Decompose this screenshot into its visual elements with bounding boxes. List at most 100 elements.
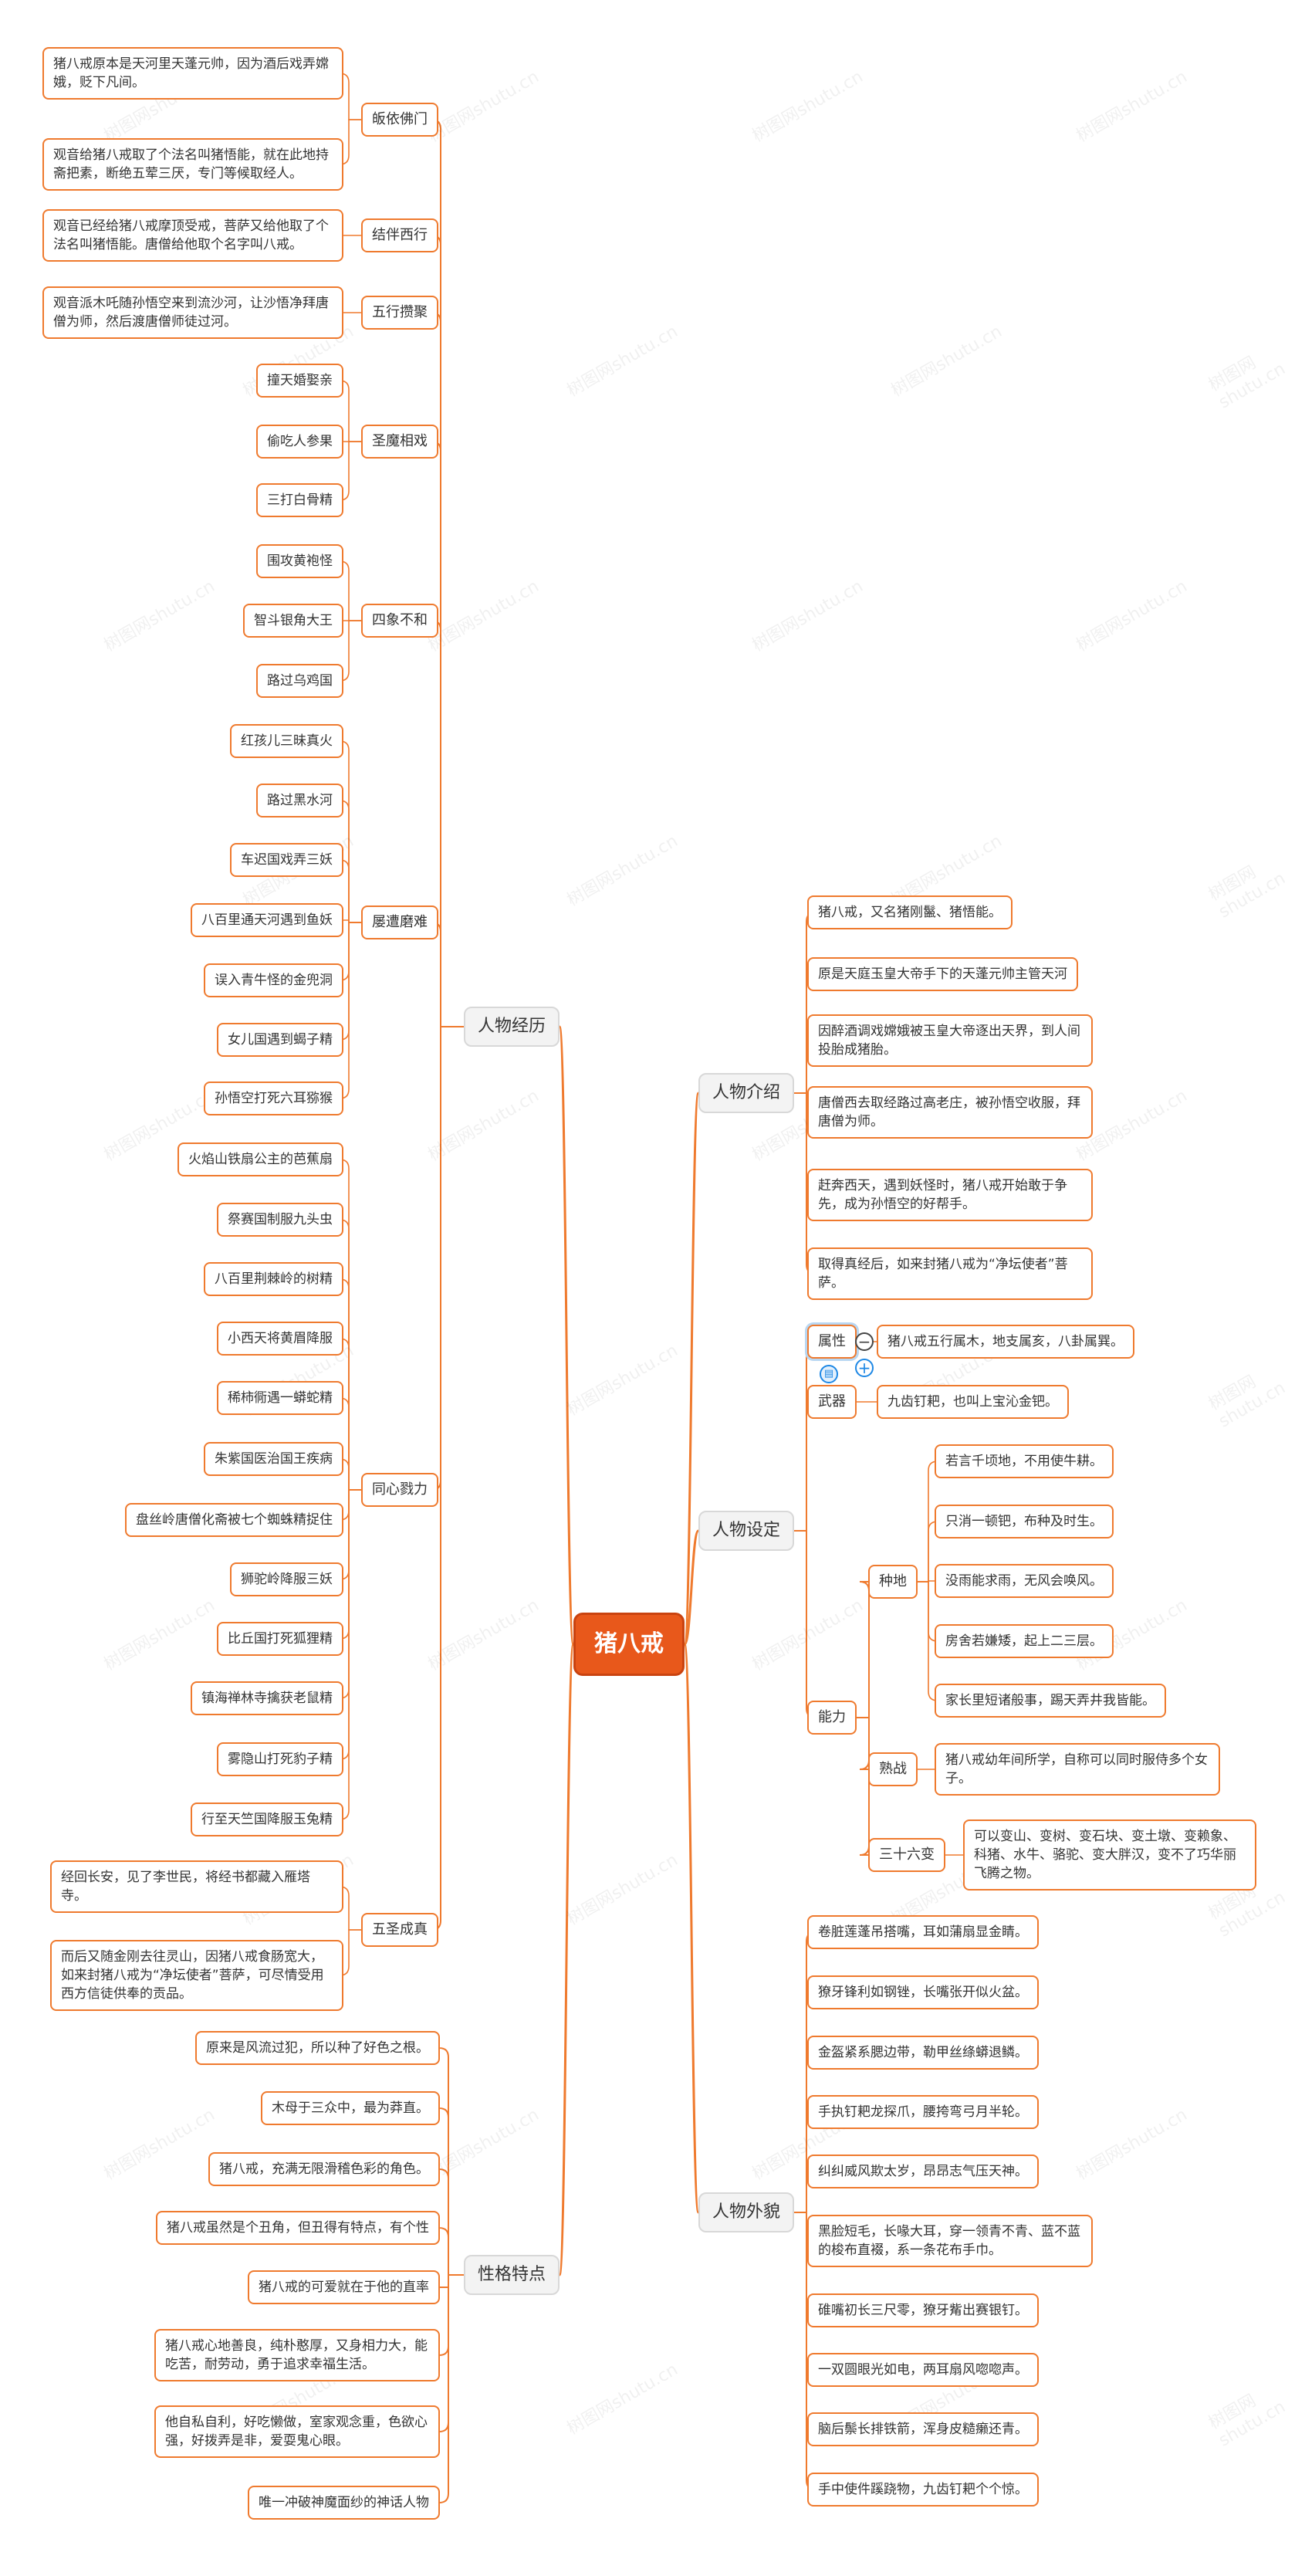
- weapon-detail[interactable]: 九齿钉耙，也叫上宝沁金钯。: [877, 1385, 1069, 1419]
- experience-event[interactable]: 镇海禅林寺擒获老鼠精: [191, 1681, 343, 1715]
- experience-event[interactable]: 观音派木吒随孙悟空来到流沙河，让沙悟净拜唐僧为师，然后渡唐僧师徒过河。: [42, 286, 343, 339]
- experience-event[interactable]: 观音给猪八戒取了个法名叫猪悟能，就在此地持斋把素，断绝五荤三厌，专门等候取经人。: [42, 138, 343, 191]
- personality-trait[interactable]: 他自私自利，好吃懒做，室家观念重，色欲心强，好拨弄是非，爱耍鬼心眼。: [154, 2405, 440, 2458]
- branch-appearance[interactable]: 人物外貌: [698, 2192, 795, 2232]
- branch-experience[interactable]: 人物经历: [464, 1007, 560, 1047]
- connector-line: [438, 2107, 464, 2276]
- appearance-verse[interactable]: 黑脸短毛，长喙大耳，穿一领青不青、蓝不蓝的梭布直裰，系一条花布手巾。: [807, 2215, 1093, 2267]
- experience-event[interactable]: 小西天将黄眉降服: [217, 1322, 343, 1356]
- experience-stage[interactable]: 五行攒聚: [361, 296, 438, 330]
- connector-line: [683, 1529, 700, 1646]
- personality-trait[interactable]: 猪八戒心地善良，纯朴憨厚，又身相力大，能吃苦，耐劳动，勇于追求幸福生活。: [154, 2329, 440, 2381]
- experience-event[interactable]: 比丘国打死狐狸精: [217, 1622, 343, 1656]
- farming-verse[interactable]: 没雨能求雨，无风会唤风。: [935, 1564, 1114, 1598]
- personality-trait[interactable]: 猪八戒，充满无限滑稽色彩的角色。: [208, 2152, 440, 2186]
- experience-event[interactable]: 朱紫国医治国王疾病: [204, 1442, 343, 1476]
- experience-event[interactable]: 撞天婚娶亲: [256, 364, 343, 398]
- collapse-icon[interactable]: −: [855, 1332, 874, 1351]
- introduction-item[interactable]: 原是天庭玉皇大帝手下的天蓬元帅主管天河: [807, 957, 1078, 991]
- experience-event[interactable]: 路过乌鸡国: [256, 664, 343, 698]
- introduction-item[interactable]: 因醉酒调戏嫦娥被玉皇大帝逐出天界，到人间投胎成猪胎。: [807, 1014, 1093, 1067]
- experience-stage[interactable]: 结伴西行: [361, 218, 438, 252]
- experience-event[interactable]: 经回长安，见了李世民，将经书都藏入雁塔寺。: [50, 1860, 343, 1913]
- farming-verse[interactable]: 只消一顿钯，布种及时生。: [935, 1505, 1114, 1538]
- experience-stage[interactable]: 五圣成真: [361, 1913, 438, 1947]
- experience-event[interactable]: 雾隐山打死豹子精: [217, 1742, 343, 1776]
- experience-stage[interactable]: 同心戮力: [361, 1473, 438, 1507]
- appearance-verse[interactable]: 手执钉耙龙探爪，腰挎弯弓月半轮。: [807, 2095, 1039, 2129]
- note-icon[interactable]: ▤: [820, 1365, 838, 1383]
- transformations-detail[interactable]: 可以变山、变树、变石块、变土墩、变赖象、科猪、水牛、骆驼、变大胖汉，变不了巧华丽…: [963, 1819, 1256, 1891]
- experience-event[interactable]: 猪八戒原本是天河里天蓬元帅，因为酒后戏弄嫦娥，贬下凡间。: [42, 47, 343, 100]
- experience-event[interactable]: 火焰山铁扇公主的芭蕉扇: [177, 1142, 343, 1176]
- appearance-verse[interactable]: 卷脏莲蓬吊搭嘴，耳如蒲扇显金睛。: [807, 1915, 1039, 1949]
- personality-trait[interactable]: 唯一冲破神魔面纱的神话人物: [248, 2486, 440, 2520]
- experience-event[interactable]: 八百里荆棘岭的树精: [204, 1262, 343, 1296]
- appearance-verse[interactable]: 金盔紧系腮边带，勒甲丝绦蟒退鳞。: [807, 2036, 1039, 2070]
- connector-line: [857, 1717, 870, 1770]
- experience-stage[interactable]: 皈依佛门: [361, 103, 438, 137]
- appearance-verse[interactable]: 纠纠威风欺太岁，昂昂志气压天神。: [807, 2155, 1039, 2188]
- personality-trait[interactable]: 木母于三众中，最为莽直。: [261, 2091, 440, 2125]
- connector-line: [794, 1530, 816, 1718]
- experience-event[interactable]: 女儿国遇到蝎子精: [217, 1023, 343, 1057]
- experience-event[interactable]: 孙悟空打死六耳猕猴: [204, 1082, 343, 1115]
- experience-stage[interactable]: 屡遭磨难: [361, 905, 438, 939]
- add-node-icon[interactable]: +: [855, 1359, 874, 1377]
- appearance-verse[interactable]: 脑后鬃长排铁箭，浑身皮糙癞还青。: [807, 2412, 1039, 2446]
- connector-line: [438, 2274, 464, 2432]
- setting-ability[interactable]: 能力: [807, 1701, 857, 1735]
- appearance-verse[interactable]: 一双圆眼光如电，两耳扇风唿唿声。: [807, 2353, 1039, 2387]
- experience-event[interactable]: 祭赛国制服九头虫: [217, 1203, 343, 1237]
- experience-event[interactable]: 误入青牛怪的金兜洞: [204, 963, 343, 997]
- setting-attribute[interactable]: 属性: [807, 1325, 857, 1359]
- connector-line: [431, 119, 464, 1027]
- introduction-item[interactable]: 取得真经后，如来封猪八戒为“净坛使者”菩萨。: [807, 1247, 1093, 1300]
- personality-trait[interactable]: 猪八戒的可爱就在于他的直率: [248, 2270, 440, 2304]
- experience-event[interactable]: 三打白骨精: [256, 483, 343, 517]
- branch-personality[interactable]: 性格特点: [464, 2255, 560, 2295]
- experience-event[interactable]: 围攻黄袍怪: [256, 544, 343, 578]
- combat-detail[interactable]: 猪八戒幼年间所学，自称可以同时服侍多个女子。: [935, 1743, 1220, 1796]
- farming-verse[interactable]: 家长里短诸般事，踢天弄井我皆能。: [935, 1684, 1166, 1718]
- attribute-detail[interactable]: 猪八戒五行属木，地支属亥，八卦属巽。: [877, 1325, 1134, 1359]
- appearance-verse[interactable]: 手中使件蹊跷物，九齿钉耙个个惊。: [807, 2473, 1039, 2507]
- connector-line: [794, 1341, 816, 1532]
- experience-event[interactable]: 智斗银角大王: [243, 604, 343, 638]
- introduction-item[interactable]: 猪八戒，又名猪刚鬣、猪悟能。: [807, 895, 1013, 929]
- experience-stage[interactable]: 四象不和: [361, 604, 438, 638]
- connector-line: [438, 2227, 464, 2276]
- setting-weapon[interactable]: 武器: [807, 1385, 857, 1419]
- appearance-verse[interactable]: 獠牙锋利如钢锉，长嘴张开似火盆。: [807, 1975, 1039, 2009]
- personality-trait[interactable]: 猪八戒虽然是个丑角，但丑得有特点，有个性: [156, 2211, 440, 2245]
- experience-stage[interactable]: 圣魔相戏: [361, 425, 438, 459]
- ability-farming[interactable]: 种地: [868, 1565, 918, 1599]
- farming-verse[interactable]: 若言千顷地，不用使牛耕。: [935, 1444, 1114, 1478]
- experience-event[interactable]: 红孩儿三昧真火: [230, 724, 343, 758]
- introduction-item[interactable]: 唐僧西去取经路过高老庄，被孙悟空收服，拜唐僧为师。: [807, 1086, 1093, 1139]
- farming-verse[interactable]: 房舍若嫌矮，起上二三层。: [935, 1624, 1114, 1658]
- experience-event[interactable]: 车迟国戏弄三妖: [230, 843, 343, 877]
- connector-line: [431, 922, 464, 1027]
- personality-trait[interactable]: 原来是风流过犯，所以种了好色之根。: [195, 2031, 440, 2065]
- branch-setting[interactable]: 人物设定: [698, 1511, 795, 1551]
- ability-combat[interactable]: 熟战: [868, 1752, 918, 1786]
- connector-line: [857, 1717, 870, 1856]
- experience-event[interactable]: 稀柿衕遇一蟒蛇精: [217, 1381, 343, 1415]
- root-node[interactable]: 猪八戒: [573, 1613, 685, 1676]
- appearance-verse[interactable]: 碓嘴初长三尺零，獠牙觜出赛银钉。: [807, 2293, 1039, 2327]
- experience-event[interactable]: 观音已经给猪八戒摩顶受戒，菩萨又给他取了个法名叫猪悟能。唐僧给他取个名字叫八戒。: [42, 209, 343, 262]
- experience-event[interactable]: 盘丝岭唐僧化斋被七个蜘蛛精捉住: [125, 1503, 343, 1537]
- experience-event[interactable]: 而后又随金刚去往灵山，因猪八戒食肠宽大，如来封猪八戒为“净坛使者”菩萨，可尽情受…: [50, 1940, 343, 2011]
- introduction-item[interactable]: 赶奔西天，遇到妖怪时，猪八戒开始敢于争先，成为孙悟空的好帮手。: [807, 1169, 1093, 1221]
- experience-event[interactable]: 路过黑水河: [256, 784, 343, 817]
- experience-event[interactable]: 行至天竺国降服玉兔精: [191, 1803, 343, 1836]
- connector-line: [440, 2274, 464, 2288]
- experience-event[interactable]: 偷吃人参果: [256, 425, 343, 459]
- experience-event[interactable]: 八百里通天河遇到鱼妖: [191, 903, 343, 937]
- experience-event[interactable]: 狮驼岭降服三妖: [230, 1562, 343, 1596]
- branch-introduction[interactable]: 人物介绍: [698, 1073, 795, 1113]
- ability-transformations[interactable]: 三十六变: [868, 1838, 945, 1872]
